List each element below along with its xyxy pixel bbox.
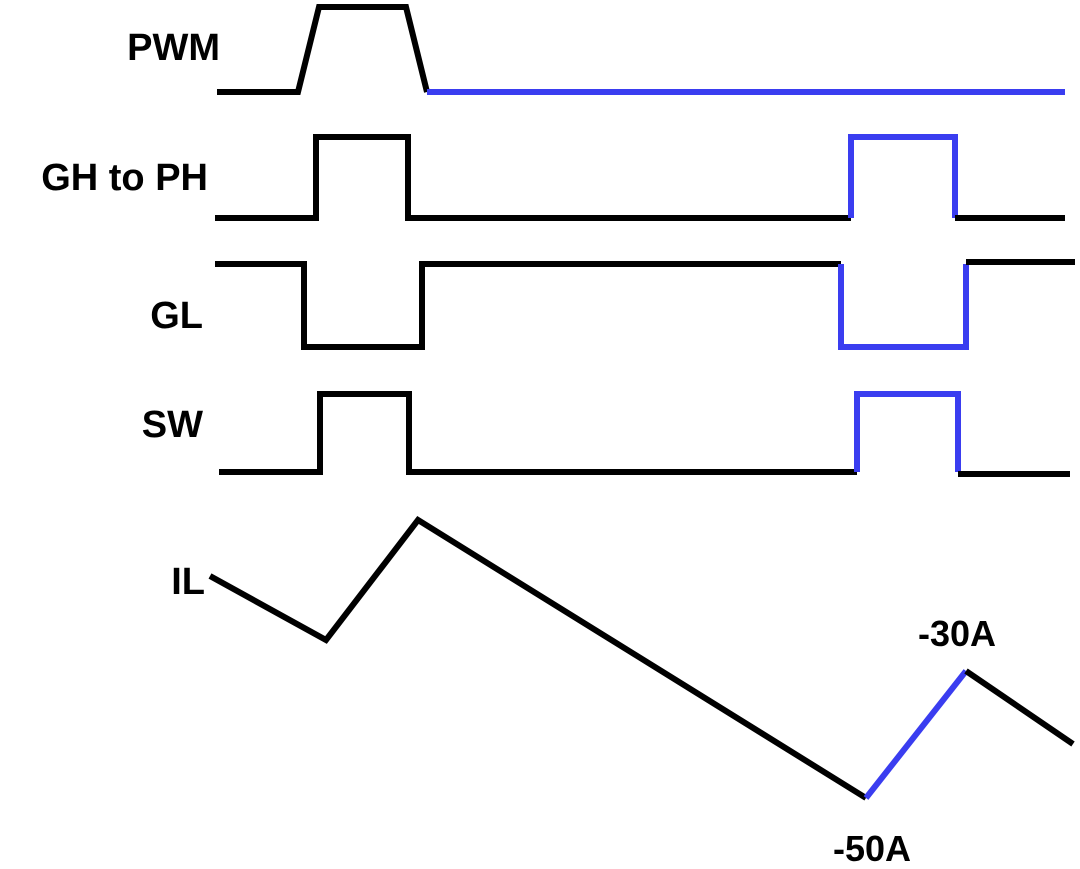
sw-waveform — [219, 391, 857, 475]
gh-to-ph-label: GH to PH — [41, 157, 208, 199]
il-waveform — [208, 516, 868, 801]
il-waveform-highlight — [863, 669, 969, 800]
gl-waveform-highlight — [838, 264, 969, 350]
gh-to-ph-waveform-highlight — [848, 134, 958, 218]
il-valley-annotation: -50A — [833, 828, 911, 869]
gl-waveform — [215, 261, 841, 350]
pwm-waveform — [217, 3, 430, 95]
gh-to-ph-waveform — [215, 134, 851, 221]
il-waveform-tail — [964, 668, 1075, 747]
sw-label: SW — [142, 404, 203, 446]
pwm-label: PWM — [127, 27, 220, 69]
sw-waveform-highlight — [854, 391, 961, 472]
il-peak-annotation: -30A — [918, 613, 996, 654]
il-label: IL — [171, 561, 205, 603]
gl-label: GL — [150, 295, 203, 337]
